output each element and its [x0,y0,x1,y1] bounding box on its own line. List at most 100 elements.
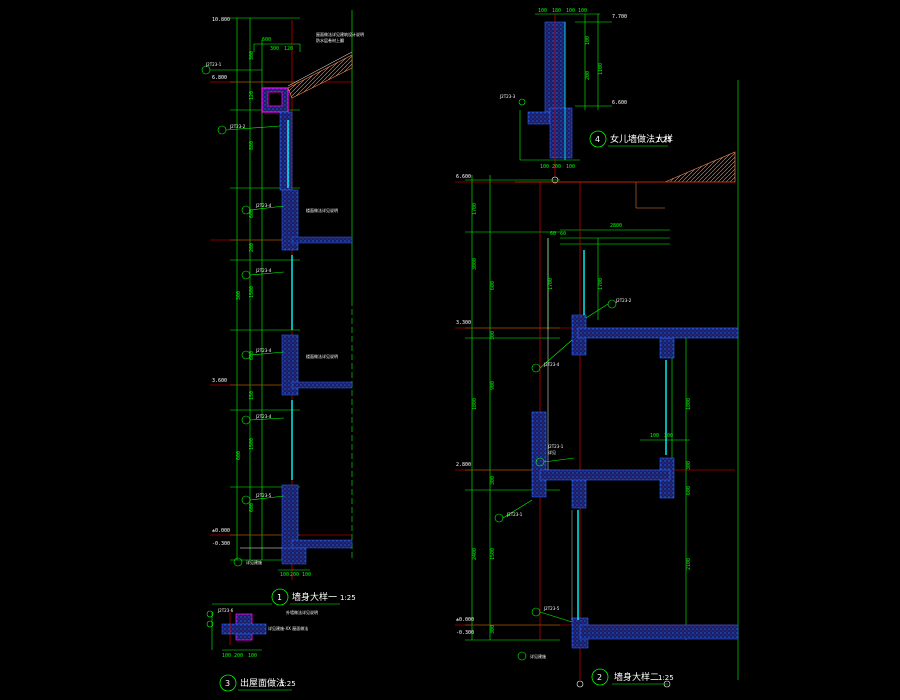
detail-2-callouts [494,299,617,661]
d2-dim-t2: 60 [550,231,556,237]
d4-dim-t3: 100 [566,8,575,14]
d2-dim-r5: 600 [686,486,692,495]
d4-elev-bot: 6.600 [612,100,627,106]
d2-dim-v6: 900 [490,381,496,390]
d2-dim-t5: 300 [664,433,673,439]
d2-dim-t3: 60 [560,231,566,237]
d2-dim-v8: 1500 [490,548,496,560]
d4-dim-v3: 200 [585,71,591,80]
d2-dim-v1: 1700 [472,203,478,215]
d4-dim-t1: 100 [538,8,547,14]
d2-dim-t4: 100 [650,433,659,439]
dim-v-9: 1500 [249,438,255,450]
floor-slabs-2 [539,327,739,640]
wall-note: 外墙做法详见说明 [286,609,318,615]
detail-3-title: 出屋面做法 [240,677,285,689]
d3-dim-3: 100 [248,653,257,659]
d3-note: 详见建施-XX 屋面做法 [268,625,308,631]
d4-dim-b2: 200 [552,164,561,170]
detail-2-number-circle [591,668,609,686]
d2-callout-6: J2T23-2 [615,298,632,303]
d2-callout-2: J2T23-1 [547,444,564,449]
d2-dim-v2: 3000 [472,258,478,270]
roof-note-2: 防水层卷材上翻 [316,37,344,43]
eave-pattern [664,151,736,183]
callout-code-1d: J2T23-4 [255,268,272,273]
elev-top-1: 10.800 [212,17,230,23]
detail-1-number: 1 [277,593,282,602]
dim-top-2: 300 [270,46,279,52]
dim-v-8: 150 [249,391,255,400]
detail-2-scale: 1:25 [658,674,674,682]
d2-callout-2b: 详见 [548,449,556,455]
dim-v-3: 880 [249,141,255,150]
callout-code-1g: J2T23-5 [255,493,272,498]
detail-1: 10.800 6.800 3.600 ±0.000 -0.300 600 300… [201,10,364,615]
d3-callout: J2T23-6 [217,608,234,613]
detail-2-axis-lines [455,181,735,680]
elev-gutter-1: 6.800 [212,75,227,81]
d2-elev-top: 6.600 [456,174,471,180]
detail-2-number: 2 [597,673,602,682]
dim-v-10: 600 [249,503,255,512]
roof-slope [287,54,353,99]
d2-callout-4: J2T23-5 [543,606,560,611]
dim-v-12: 600 [236,451,242,460]
d2-dim-r4: 300 [686,461,692,470]
dim-v-7: 600 [249,351,255,360]
detail-4-number: 4 [595,135,600,144]
dim-v-6: 1500 [249,286,255,298]
d4-dim-v1: 1100 [598,63,604,75]
d2-elev-mid2: 2.800 [456,462,471,468]
d4-elev-top: 7.700 [612,14,627,20]
d3-dim-2: 200 [234,653,243,659]
d2-elev-low1: ±0.000 [456,617,474,623]
dim-v-1: 300 [249,51,255,60]
callout-code-1f: J2T23-4 [255,414,272,419]
d4-dim-t4: 100 [578,8,587,14]
detail-3-number-circle [219,674,237,692]
detail-4-title: 女儿墙做法大样 [610,133,673,145]
d2-callout-1: J2T23-4 [543,362,560,367]
d4-callout: J2T23-3 [499,94,516,99]
detail-4-number-circle [589,130,607,148]
floor-slabs-1 [281,236,353,565]
detail-1-scale: 1:25 [340,594,356,602]
dim-v-4: 600 [249,209,255,218]
d2-dim-v5: 1800 [472,398,478,410]
d2-dim-v10: 300 [490,625,496,634]
dim-top-3: 120 [284,46,293,52]
d2-dim-r2: 1700 [598,278,604,290]
d2-callout-5: 详见建施 [530,653,546,659]
dim-bot-1: 100 [280,572,289,578]
callout-code-1a: J2T23-1 [205,62,222,67]
d2-dim-v7: 300 [490,476,496,485]
callout-code-1b: J2T23-2 [229,124,246,129]
detail-4-scale: 1:25 [656,136,672,144]
d4-dim-b1: 100 [540,164,549,170]
wall-1 [279,111,299,561]
elev-mid-1: 3.600 [212,378,227,384]
detail-2: 6.600 3.300 2.800 ±0.000 -0.300 1700 300… [455,80,739,688]
dim-bot-2: 200 [290,572,299,578]
d2-dim-r1: 1700 [548,278,554,290]
d2-dim-r6: 2100 [686,558,692,570]
d4-dim-v2: 100 [585,36,591,45]
d3-dim-1: 100 [222,653,231,659]
d2-dim-v9: 2400 [472,548,478,560]
d2-elev-mid1: 3.300 [456,320,471,326]
callout-code-1e: J2T23-4 [255,348,272,353]
callout-code-1c: J2T23-4 [255,203,272,208]
d2-callout-3: J2T23-1 [506,512,523,517]
detail-3-number: 3 [225,679,230,688]
floor-note-2: 楼面做法详见说明 [306,353,338,359]
detail-1-number-circle [271,588,289,606]
d2-dim-v4: 300 [490,331,496,340]
detail-2-title: 墙身大样二 [614,671,659,683]
dim-v-5: 200 [249,243,255,252]
glazing-2 [577,250,667,620]
elev-zero-1: ±0.000 [212,528,230,534]
dim-v-11: 300 [236,291,242,300]
d2-dim-t1: 2800 [610,223,622,229]
detail-4: 7.700 6.600 100 180 100 100 1100 100 200… [499,8,673,184]
